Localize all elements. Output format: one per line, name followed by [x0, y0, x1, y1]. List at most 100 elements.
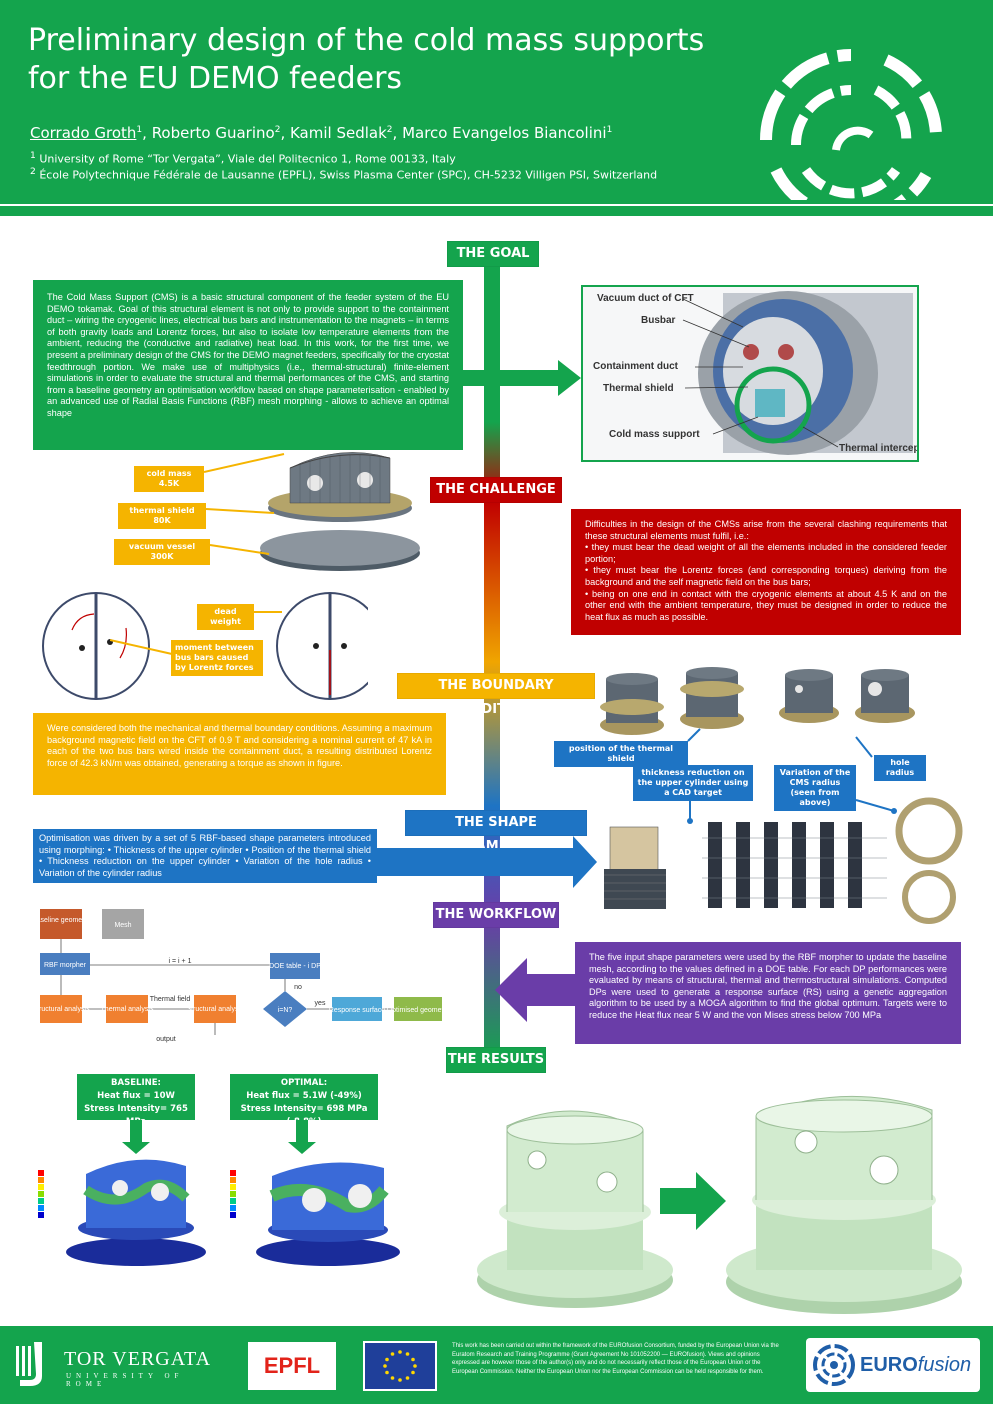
tag-hole-radius: hole radius — [874, 755, 926, 781]
wf-response: Response surface — [329, 1007, 386, 1014]
author-list: Corrado Groth1, Roberto Guarino2, Kamil … — [30, 124, 613, 142]
tag-cms-radius: Variation of the CMS radius (seen from a… — [774, 765, 856, 811]
label-vacuum-duct: Vacuum duct of CFT — [597, 293, 694, 304]
affiliation-1-text: University of Rome “Tor Vergata”, Viale … — [39, 152, 456, 166]
baseline-result-box: BASELINE: Heat flux = 10W Stress Intensi… — [77, 1074, 195, 1127]
title-line-2: for the EU DEMO feeders — [28, 61, 403, 96]
tag-thickness-reduction: thickness reduction on the upper cylinde… — [633, 765, 753, 801]
wf-thermal: Thermal analysis — [101, 1006, 154, 1013]
funding-disclaimer: This work has been carried out within th… — [452, 1343, 779, 1375]
duct-section-figure: Vacuum duct of CFT Busbar Containment du… — [581, 285, 924, 462]
eurofusion-text-a: EURO — [860, 1353, 918, 1376]
affiliation-2-sup: 2 — [30, 166, 36, 177]
cms-radius-rings — [895, 797, 963, 924]
tag-thermal-shield-position: position of the thermal shield — [554, 741, 688, 767]
author-1-sup: 1 — [136, 125, 143, 135]
eu-flag-icon — [365, 1343, 435, 1389]
goal-text-box: The Cold Mass Support (CMS) is a basic s… — [33, 280, 463, 450]
affiliation-1-sup: 1 — [30, 150, 36, 161]
wf-no: no — [294, 984, 302, 991]
optimal-title: OPTIMAL: — [280, 1078, 328, 1088]
affiliation-1: 1 University of Rome “Tor Vergata”, Vial… — [30, 150, 456, 166]
wf-yes: yes — [315, 1000, 326, 1007]
wf-loop: i = i + 1 — [169, 958, 192, 965]
shape-text-box: Optimisation was driven by a set of 5 RB… — [33, 829, 377, 883]
affiliation-2-text: École Polytechnique Fédérale de Lausanne… — [39, 168, 658, 182]
tag-vacuum-vessel: vacuum vessel 300K — [114, 539, 210, 565]
tor-vergata-logo: TOR VERGATA UNIVERSITY OF ROME — [12, 1340, 230, 1390]
section-shape-label: THE SHAPE PARAMETERS — [405, 810, 587, 854]
wf-structural-2: Structural analysis — [186, 1006, 244, 1013]
author-2: Roberto Guarino — [151, 124, 275, 142]
header-rule — [0, 206, 993, 216]
affiliation-2: 2 École Polytechnique Fédérale de Lausan… — [30, 166, 657, 182]
hole-radius-models — [779, 669, 915, 723]
shape-text: Optimisation was driven by a set of 5 RB… — [39, 833, 371, 878]
section-boundary-label: THE BOUNDARY CONDITIONS — [397, 673, 595, 717]
epfl-logo: EPFL — [248, 1342, 336, 1390]
label-containment-duct: Containment duct — [593, 361, 679, 372]
baseline-3d-model — [477, 1110, 673, 1308]
wf-optimised: Optimised geometry — [387, 1007, 450, 1014]
param-tag-leaders — [687, 728, 897, 824]
header-arc-logo — [760, 49, 943, 200]
bc-circles-diagram — [42, 592, 368, 700]
tor-vergata-name: TOR VERGATA — [64, 1348, 212, 1370]
wf-decision: i=N? — [278, 1007, 293, 1014]
poster-header — [0, 0, 993, 204]
goal-arrow — [463, 360, 581, 396]
tag-dead-weight: dead weight — [197, 604, 254, 630]
eu-flag — [363, 1341, 437, 1391]
tag-thermal-shield: thermal shield 80K — [118, 503, 206, 529]
author-4: Marco Evangelos Biancolini — [402, 124, 607, 142]
tag-moment: moment between bus bars caused by Lorent… — [171, 640, 263, 676]
challenge-text-box: Difficulties in the design of the CMSs a… — [571, 509, 961, 635]
section-results-label: THE RESULTS — [446, 1047, 546, 1073]
section-workflow-label: THE WORKFLOW — [433, 902, 559, 928]
workflow-text-box: The five input shape parameters were use… — [575, 942, 961, 1044]
author-1: Corrado Groth — [30, 124, 137, 142]
bc-tag-leaders — [110, 611, 282, 655]
eurofusion-text-b: fusion — [917, 1353, 972, 1376]
result-leaders — [122, 1120, 316, 1154]
baseline-heat: Heat flux = 10W — [97, 1091, 175, 1101]
section-cuts-series — [702, 822, 887, 908]
tor-vergata-emblem-icon — [16, 1342, 42, 1386]
label-thermal-intercept: Thermal intercept — [839, 443, 917, 454]
wf-doe: DOE table - i DP — [269, 963, 321, 970]
author-3-sup: 2 — [386, 125, 393, 135]
optimal-heat: Heat flux = 5.1W (-49%) — [246, 1091, 362, 1101]
challenge-text: Difficulties in the design of the CMSs a… — [585, 519, 947, 622]
author-3: Kamil Sedlak — [289, 124, 387, 142]
wf-output: output — [156, 1036, 176, 1043]
wf-rbf: RBF morpher — [44, 962, 87, 969]
wf-mesh: Mesh — [114, 922, 131, 929]
optimal-result-box: OPTIMAL: Heat flux = 5.1W (-49%) Stress … — [230, 1074, 378, 1127]
duct-cross-section-drawing: Vacuum duct of CFT Busbar Containment du… — [593, 291, 924, 455]
author-2-sup: 2 — [274, 125, 281, 135]
optimal-stress-plot — [228, 1150, 400, 1266]
tag-cold-mass: cold mass 4.5K — [134, 466, 204, 492]
wf-baseline: Baseline geometry — [32, 917, 90, 924]
section-goal-label: THE GOAL — [447, 241, 539, 267]
fe-tag-leaders — [204, 453, 285, 555]
workflow-text: The five input shape parameters were use… — [589, 952, 947, 1020]
poster-title: Preliminary design of the cold mass supp… — [28, 22, 728, 98]
goal-text: The Cold Mass Support (CMS) is a basic s… — [47, 292, 449, 418]
thickness-reduction-model — [604, 826, 666, 909]
shape-arrow — [377, 836, 597, 888]
author-4-sup: 1 — [606, 125, 613, 135]
title-line-1: Preliminary design of the cold mass supp… — [28, 23, 705, 58]
label-busbar: Busbar — [641, 315, 676, 326]
optimal-3d-model — [726, 1095, 962, 1314]
cms-fe-model — [260, 452, 420, 571]
tor-vergata-sub: UNIVERSITY OF ROME — [66, 1372, 184, 1388]
label-thermal-shield: Thermal shield — [603, 383, 674, 394]
wf-thermal-field: Thermal field — [150, 996, 191, 1003]
bc-text-box: Were considered both the mechanical and … — [33, 713, 446, 795]
label-cold-mass-support: Cold mass support — [609, 429, 700, 440]
bc-text: Were considered both the mechanical and … — [47, 723, 432, 768]
baseline-title: BASELINE: — [111, 1078, 161, 1088]
eurofusion-emblem-icon — [813, 1344, 855, 1386]
